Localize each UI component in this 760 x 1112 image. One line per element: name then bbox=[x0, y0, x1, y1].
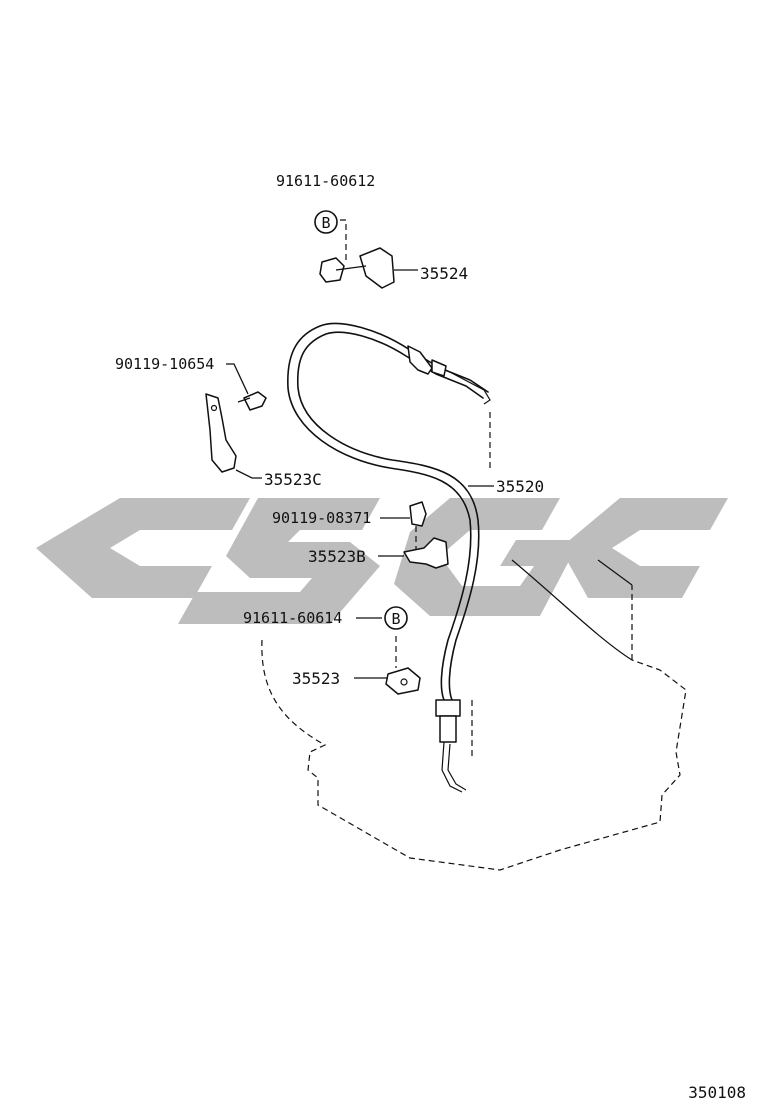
callout-35524: 35524 bbox=[420, 264, 468, 283]
clamp-35524 bbox=[319, 219, 395, 289]
svg-text:B: B bbox=[321, 214, 330, 232]
callout-91611-60612: 91611-60612 bbox=[276, 172, 375, 190]
transmission-housing-outline bbox=[261, 559, 687, 871]
leader-lines bbox=[226, 269, 494, 679]
callout-35523: 35523 bbox=[292, 669, 340, 688]
plate-35523 bbox=[385, 636, 421, 695]
watermark-logo bbox=[36, 498, 728, 624]
reference-marker-upper: B bbox=[314, 210, 338, 234]
callout-91611-60614: 91611-60614 bbox=[243, 609, 342, 627]
callout-35520: 35520 bbox=[496, 477, 544, 496]
throttle-cable bbox=[287, 322, 491, 793]
bracket-35523C bbox=[205, 391, 267, 473]
callout-90119-08371: 90119-08371 bbox=[272, 509, 371, 527]
figure-number: 350108 bbox=[688, 1083, 746, 1102]
clamp-35523B bbox=[403, 501, 449, 569]
svg-text:B: B bbox=[391, 610, 400, 628]
callout-35523B: 35523B bbox=[308, 547, 366, 566]
callout-35523C: 35523C bbox=[264, 470, 322, 489]
reference-marker-lower: B bbox=[384, 606, 408, 630]
callout-90119-10654: 90119-10654 bbox=[115, 355, 214, 373]
